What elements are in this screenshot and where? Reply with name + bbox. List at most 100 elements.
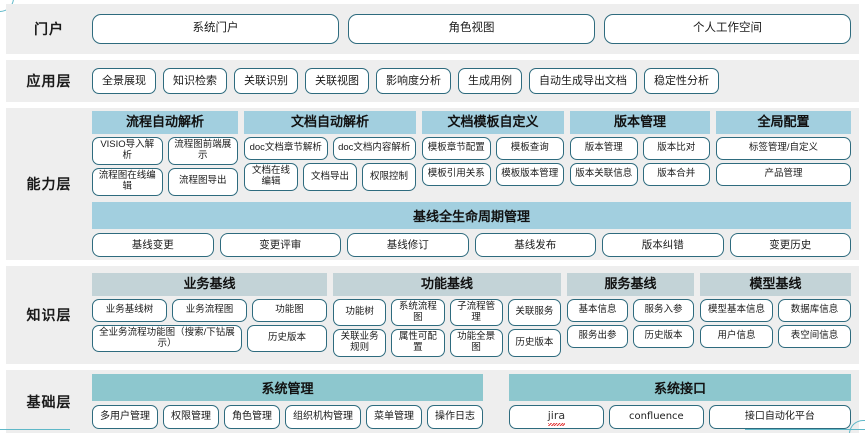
capability-group-2-line-1: 模板引用关系 模板版本管理 <box>422 163 564 187</box>
application-item-7[interactable]: 稳定性分析 <box>644 68 719 94</box>
knowledge-item-1-1-0[interactable]: 关联业务规则 <box>333 329 387 358</box>
decorative-edge-line-left <box>0 428 70 430</box>
capability-banner-item-3[interactable]: 基线发布 <box>474 232 596 257</box>
knowledge-group-2-line-0: 基本信息 服务入参 <box>567 298 694 322</box>
knowledge-item-1-1-2[interactable]: 功能全景图 <box>449 329 503 358</box>
capability-item-2-1-1[interactable]: 模板版本管理 <box>495 163 564 187</box>
foundation-item-1-0[interactable]: jira <box>509 405 604 429</box>
capability-item-3-1-1[interactable]: 版本合并 <box>642 163 710 187</box>
portal-item-strip: 系统门户 角色视图 个人工作空间 <box>92 14 851 44</box>
application-item-strip: 全景展现 知识检索 关联识别 关联视图 影响度分析 生成用例 自动生成导出文档 … <box>92 68 851 94</box>
layer-row-foundation: 基础层 系统管理 多用户管理 权限管理 角色管理 组织机构管理 菜单管理 操作日… <box>6 370 859 433</box>
capability-item-1-0-1[interactable]: doc文档内容解析 <box>332 137 416 161</box>
capability-group-2: 文档模板自定义 模板章节配置 模板查询 模板引用关系 模板版本管理 <box>422 111 564 196</box>
capability-group-4: 全局配置 标签管理/自定义 产品管理 <box>716 111 851 196</box>
portal-item-1[interactable]: 角色视图 <box>348 14 595 44</box>
application-item-3[interactable]: 关联视图 <box>305 68 369 94</box>
capability-group-1-line-1: 文档在线编辑 文档导出 权限控制 <box>244 163 416 191</box>
knowledge-item-0-0-1[interactable]: 业务流程图 <box>172 298 247 322</box>
capability-group-2-line-0: 模板章节配置 模板查询 <box>422 137 564 161</box>
capability-group-3-line-1: 版本关联信息 版本合并 <box>570 163 710 187</box>
capability-item-2-0-1[interactable]: 模板查询 <box>495 137 564 161</box>
foundation-block-row: 系统管理 多用户管理 权限管理 角色管理 组织机构管理 菜单管理 操作日志 系统… <box>92 374 851 429</box>
foundation-block-0-items: 多用户管理 权限管理 角色管理 组织机构管理 菜单管理 操作日志 <box>92 405 483 429</box>
knowledge-item-1-1-3[interactable]: 历史版本 <box>507 329 561 358</box>
decorative-edge-line-right <box>745 428 865 430</box>
capability-item-3-0-0[interactable]: 版本管理 <box>570 137 638 161</box>
foundation-item-0-5[interactable]: 操作日志 <box>427 405 483 429</box>
layer-row-capability: 能力层 流程自动解析 VISIO导入解析 流程图前端展示 流程图在线编辑 流程图… <box>6 108 859 260</box>
knowledge-item-3-0-1[interactable]: 数据库信息 <box>778 298 851 322</box>
capability-item-0-0-0[interactable]: VISIO导入解析 <box>92 137 163 165</box>
capability-item-0-1-1[interactable]: 流程图导出 <box>167 167 238 196</box>
foundation-item-0-0[interactable]: 多用户管理 <box>92 405 158 429</box>
capability-banner-item-0[interactable]: 基线变更 <box>92 232 214 257</box>
knowledge-item-0-1-1[interactable]: 历史版本 <box>247 324 327 353</box>
knowledge-item-0-1-0[interactable]: 全业务流程功能图（搜索/下钻展示） <box>92 324 242 353</box>
foundation-item-0-3[interactable]: 组织机构管理 <box>285 405 361 429</box>
row-divider-3 <box>0 260 865 266</box>
knowledge-item-2-0-0[interactable]: 基本信息 <box>567 298 628 322</box>
knowledge-group-2: 服务基线 基本信息 服务入参 服务出参 历史版本 <box>567 272 694 358</box>
knowledge-item-1-0-3[interactable]: 关联服务 <box>507 298 561 327</box>
capability-item-1-0-0[interactable]: doc文档章节解析 <box>244 137 328 161</box>
row-divider-4 <box>0 364 865 370</box>
capability-item-2-0-0[interactable]: 模板章节配置 <box>422 137 491 161</box>
capability-banner-item-2[interactable]: 基线修订 <box>347 232 469 257</box>
application-item-4[interactable]: 影响度分析 <box>376 68 451 94</box>
knowledge-item-1-0-0[interactable]: 功能树 <box>333 298 387 327</box>
knowledge-group-0-line-1: 全业务流程功能图（搜索/下钻展示） 历史版本 <box>92 324 327 353</box>
layer-label-knowledge: 知识层 <box>26 307 72 323</box>
knowledge-item-1-0-1[interactable]: 系统流程图 <box>391 298 445 327</box>
knowledge-item-2-1-1[interactable]: 历史版本 <box>633 324 694 348</box>
knowledge-item-3-0-0[interactable]: 模型基本信息 <box>700 298 773 322</box>
capability-banner-title: 基线全生命周期管理 <box>92 201 851 229</box>
capability-group-4-line-0: 标签管理/自定义 <box>716 137 851 161</box>
knowledge-group-0: 业务基线 业务基线树 业务流程图 功能图 全业务流程功能图（搜索/下钻展示） 历… <box>92 272 327 358</box>
capability-item-1-1-1[interactable]: 文档导出 <box>303 163 357 191</box>
capability-item-2-1-0[interactable]: 模板引用关系 <box>422 163 491 187</box>
application-item-6[interactable]: 自动生成导出文档 <box>529 68 637 94</box>
portal-item-2[interactable]: 个人工作空间 <box>604 14 851 44</box>
application-item-2[interactable]: 关联识别 <box>234 68 298 94</box>
foundation-item-1-1[interactable]: confluence <box>608 405 704 429</box>
foundation-item-0-4[interactable]: 菜单管理 <box>366 405 422 429</box>
layer-body-portal: 系统门户 角色视图 个人工作空间 <box>92 8 859 50</box>
layer-label-application: 应用层 <box>26 73 72 89</box>
capability-item-4-0-0[interactable]: 标签管理/自定义 <box>716 137 851 161</box>
layer-body-knowledge: 业务基线 业务基线树 业务流程图 功能图 全业务流程功能图（搜索/下钻展示） 历… <box>92 267 859 364</box>
capability-group-1: 文档自动解析 doc文档章节解析 doc文档内容解析 文档在线编辑 文档导出 权… <box>244 111 416 196</box>
capability-item-0-0-1[interactable]: 流程图前端展示 <box>167 137 238 165</box>
capability-item-0-1-0[interactable]: 流程图在线编辑 <box>92 167 163 196</box>
capability-banner-item-1[interactable]: 变更评审 <box>219 232 341 257</box>
foundation-item-0-1[interactable]: 权限管理 <box>163 405 219 429</box>
capability-group-1-head: 文档自动解析 <box>244 111 416 135</box>
row-divider-2 <box>0 102 865 108</box>
knowledge-group-2-head: 服务基线 <box>567 272 694 296</box>
layer-label-capability: 能力层 <box>26 176 72 192</box>
knowledge-item-3-1-1[interactable]: 表空间信息 <box>778 324 851 348</box>
knowledge-item-3-1-0[interactable]: 用户信息 <box>700 324 773 348</box>
capability-item-3-1-0[interactable]: 版本关联信息 <box>570 163 638 187</box>
knowledge-item-0-0-2[interactable]: 功能图 <box>252 298 327 322</box>
knowledge-group-row: 业务基线 业务基线树 业务流程图 功能图 全业务流程功能图（搜索/下钻展示） 历… <box>92 272 851 358</box>
capability-group-4-line-1: 产品管理 <box>716 163 851 187</box>
capability-banner-item-4[interactable]: 版本纠错 <box>602 232 724 257</box>
foundation-item-0-2[interactable]: 角色管理 <box>224 405 280 429</box>
portal-item-0[interactable]: 系统门户 <box>92 14 339 44</box>
capability-item-1-1-2[interactable]: 权限控制 <box>362 163 416 191</box>
capability-banner-item-5[interactable]: 变更历史 <box>729 232 851 257</box>
application-item-0[interactable]: 全景展现 <box>92 68 156 94</box>
capability-item-1-1-0[interactable]: 文档在线编辑 <box>244 163 298 191</box>
knowledge-item-1-1-1[interactable]: 属性可配置 <box>391 329 445 358</box>
application-item-5[interactable]: 生成用例 <box>458 68 522 94</box>
knowledge-item-2-1-0[interactable]: 服务出参 <box>567 324 628 348</box>
capability-item-4-1-0[interactable]: 产品管理 <box>716 163 851 187</box>
capability-item-3-0-1[interactable]: 版本比对 <box>642 137 710 161</box>
knowledge-item-2-0-1[interactable]: 服务入参 <box>633 298 694 322</box>
foundation-item-1-2[interactable]: 接口自动化平台 <box>708 405 851 429</box>
application-item-1[interactable]: 知识检索 <box>163 68 227 94</box>
knowledge-item-0-0-0[interactable]: 业务基线树 <box>92 298 167 322</box>
layer-body-application: 全景展现 知识检索 关联识别 关联视图 影响度分析 生成用例 自动生成导出文档 … <box>92 62 859 100</box>
knowledge-item-1-0-2[interactable]: 子流程管理 <box>449 298 503 327</box>
